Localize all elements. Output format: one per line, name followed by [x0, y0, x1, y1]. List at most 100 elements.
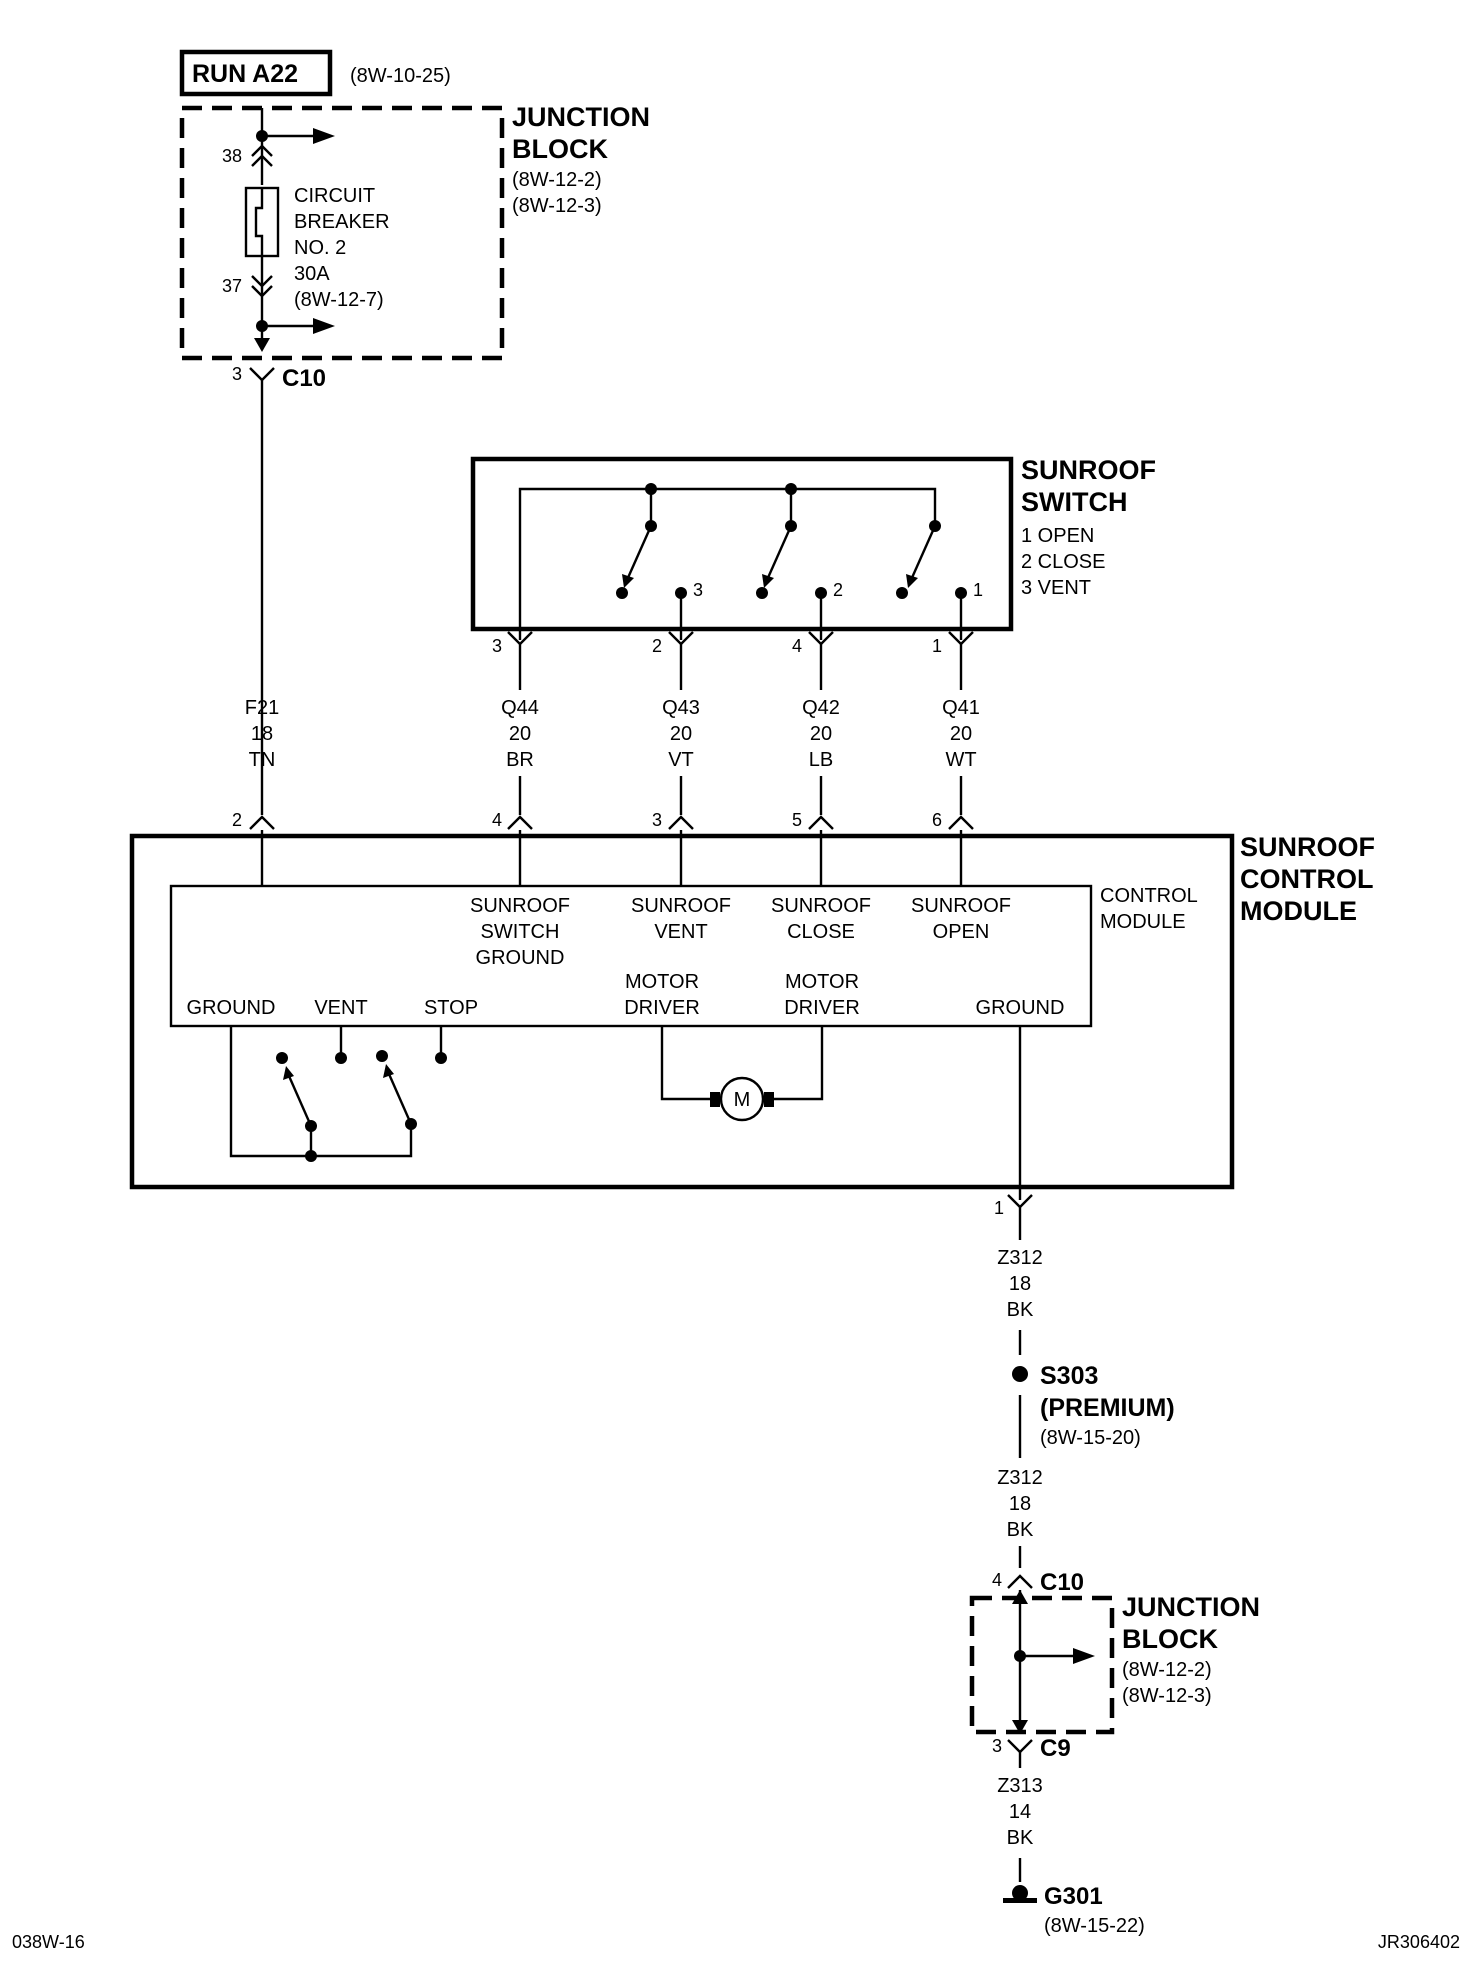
switch-contact-3: 3 [693, 580, 703, 600]
breaker-line-4: 30A [294, 263, 330, 285]
feed-circuit [244, 108, 335, 815]
footer-right: JR306402 [1378, 1932, 1460, 1952]
term-switch-ground-1: SUNROOF [470, 895, 570, 917]
term-open-2: OPEN [933, 921, 990, 943]
switch-legend-3: 3 VENT [1021, 577, 1091, 599]
c10-bottom-label: C10 [1040, 1569, 1084, 1596]
wire-f21-gauge: 18 [251, 723, 273, 745]
wire-z313-color: BK [1007, 1827, 1034, 1849]
junction-block-bottom-bus [1012, 1590, 1095, 1734]
breaker-line-5: (8W-12-7) [294, 289, 384, 311]
breaker-line-3: NO. 2 [294, 237, 346, 259]
wire-q43-color: VT [668, 749, 694, 771]
junction-block-bottom-outline [969, 1595, 1115, 1735]
switch-connectors [507, 631, 974, 646]
wire-z313-gauge: 14 [1009, 1801, 1031, 1823]
module-pin-6: 6 [932, 810, 942, 830]
switch-contact-1: 1 [973, 580, 983, 600]
wire-z312-b-circuit: Z312 [997, 1467, 1043, 1489]
c9-connector [1007, 1739, 1033, 1754]
wire-f21-circuit: F21 [245, 697, 279, 719]
term-open-1: SUNROOF [911, 895, 1011, 917]
switch-legend-2: 2 CLOSE [1021, 551, 1105, 573]
control-module-title-1: SUNROOF [1240, 832, 1375, 862]
motor-driver-2-a: MOTOR [785, 971, 859, 993]
harness-wires [518, 644, 963, 815]
term-close-1: SUNROOF [771, 895, 871, 917]
ground-g301-ref: (8W-15-22) [1044, 1915, 1145, 1937]
junction-block-top-title-2: BLOCK [512, 134, 608, 164]
switch-pin-3: 3 [492, 636, 502, 656]
wire-z312-b-gauge: 18 [1009, 1493, 1031, 1515]
ground-g301-symbol [1003, 1885, 1037, 1903]
wire-q43-gauge: 20 [670, 723, 692, 745]
module-input-wires [260, 830, 963, 886]
ground-path-wires [1012, 1207, 1028, 1568]
term-vent-1: SUNROOF [631, 895, 731, 917]
junction-block-bottom-ref-1: (8W-12-2) [1122, 1659, 1212, 1681]
c10-pin-3: 3 [232, 364, 242, 384]
splice-note: (PREMIUM) [1040, 1394, 1175, 1422]
breaker-line-2: BREAKER [294, 211, 390, 233]
control-module-title-3: MODULE [1240, 896, 1357, 926]
switch-contact-2: 2 [833, 580, 843, 600]
wire-z312-a-gauge: 18 [1009, 1273, 1031, 1295]
module-pin-5: 5 [792, 810, 802, 830]
control-module-inner [169, 884, 1093, 1028]
module-pin-4: 4 [492, 810, 502, 830]
switch-legend-1: 1 OPEN [1021, 525, 1094, 547]
module-ground-pin: 1 [994, 1198, 1004, 1218]
run-a22-ref: (8W-10-25) [350, 65, 451, 87]
wire-z312-a-circuit: Z312 [997, 1247, 1043, 1269]
term-vent-2: VENT [654, 921, 707, 943]
motor-driver-2-b: DRIVER [784, 997, 860, 1019]
run-a22-label: RUN A22 [192, 60, 298, 88]
control-module-title-2: CONTROL [1240, 864, 1373, 894]
wire-q43-circuit: Q43 [662, 697, 700, 719]
wire-f21-color: TN [249, 749, 276, 771]
breaker-line-1: CIRCUIT [294, 185, 375, 207]
wire-z312-b-color: BK [1007, 1519, 1034, 1541]
c10-bottom-connector [1007, 1574, 1033, 1589]
bottom-stop: STOP [424, 997, 478, 1019]
switch-pin-4: 4 [792, 636, 802, 656]
wire-q44-gauge: 20 [509, 723, 531, 745]
junction-block-bottom-title-1: JUNCTION [1122, 1592, 1260, 1622]
sunroof-switch-title-2: SWITCH [1021, 487, 1127, 517]
c9-pin: 3 [992, 1736, 1002, 1756]
module-pin-2: 2 [232, 810, 242, 830]
term-switch-ground-2: SWITCH [481, 921, 560, 943]
wire-z312-a-color: BK [1007, 1299, 1034, 1321]
junction-block-bottom-ref-2: (8W-12-3) [1122, 1685, 1212, 1707]
sunroof-switch-title-1: SUNROOF [1021, 455, 1156, 485]
motor-driver-1-a: MOTOR [625, 971, 699, 993]
junction-block-top-outline [179, 105, 505, 361]
sunroof-switch-box [470, 456, 1014, 632]
bottom-ground-left: GROUND [187, 997, 276, 1019]
ground-g301-label: G301 [1044, 1883, 1103, 1910]
pin-37: 37 [222, 276, 242, 296]
splice-s303: S303 [1040, 1362, 1098, 1390]
term-close-2: CLOSE [787, 921, 855, 943]
inner-label-1: CONTROL [1100, 885, 1198, 907]
inner-label-2: MODULE [1100, 911, 1186, 933]
term-switch-ground-3: GROUND [476, 947, 565, 969]
wire-q44-color: BR [506, 749, 534, 771]
junction-block-top-ref-2: (8W-12-3) [512, 195, 602, 217]
motor-label: M [734, 1089, 751, 1111]
switch-pin-1: 1 [932, 636, 942, 656]
sunroof-motor [660, 1026, 824, 1122]
wire-q41-circuit: Q41 [942, 697, 980, 719]
junction-block-top-ref-1: (8W-12-2) [512, 169, 602, 191]
wire-q41-color: WT [945, 749, 976, 771]
module-connectors [249, 815, 974, 830]
switch-pin-2: 2 [652, 636, 662, 656]
pin-38: 38 [222, 146, 242, 166]
wire-q42-circuit: Q42 [802, 697, 840, 719]
wire-q42-gauge: 20 [810, 723, 832, 745]
junction-block-bottom-title-2: BLOCK [1122, 1624, 1218, 1654]
junction-block-top-title-1: JUNCTION [512, 102, 650, 132]
motor-driver-1-b: DRIVER [624, 997, 700, 1019]
wire-z313-circuit: Z313 [997, 1775, 1043, 1797]
